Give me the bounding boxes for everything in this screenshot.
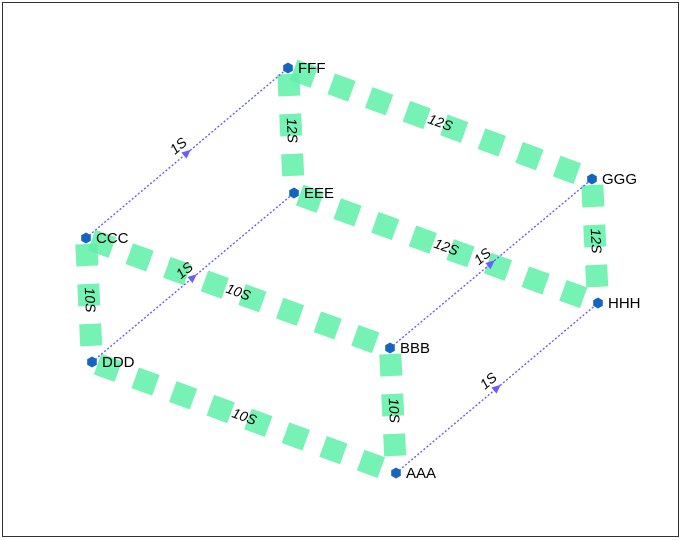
arrow-head-icon: [181, 149, 191, 159]
edge-label: 10S: [82, 287, 99, 313]
arrow-head-icon: [187, 274, 197, 284]
node-ggg-label: GGG: [602, 171, 637, 188]
node-ccc-marker[interactable]: [81, 232, 91, 244]
node-ccc-label: CCC: [96, 230, 129, 247]
node-eee-marker[interactable]: [289, 187, 299, 199]
node-fff-marker[interactable]: [283, 62, 293, 74]
arrow-head-icon: [485, 260, 495, 270]
edge-eee-hhh: [290, 182, 602, 314]
node-fff-label: FFF: [298, 60, 326, 77]
arrow-head-icon: [491, 384, 501, 394]
node-ddd-label: DDD: [102, 354, 135, 371]
node-bbb-marker[interactable]: [385, 342, 395, 354]
edge-label: 12S: [284, 118, 301, 144]
node-hhh-label: HHH: [608, 295, 641, 312]
node-ggg-marker[interactable]: [587, 173, 597, 185]
node-eee-label: EEE: [304, 185, 334, 202]
node-aaa-marker[interactable]: [391, 467, 401, 479]
edge-bbb-aaa: [379, 347, 407, 474]
node-aaa-label: AAA: [406, 465, 436, 482]
node-hhh-marker[interactable]: [593, 297, 603, 309]
edge-ccc-bbb: [82, 227, 394, 359]
edge-ggg-hhh: [581, 178, 609, 304]
edge-fff-eee: [277, 67, 305, 194]
edge-ddd-aaa: [88, 351, 400, 484]
edge-fff-ggg: [284, 57, 596, 190]
edge-label: 10S: [386, 398, 403, 424]
edge-ccc-ddd: [75, 237, 103, 363]
node-bbb-label: BBB: [400, 340, 430, 357]
node-ddd-marker[interactable]: [87, 356, 97, 368]
edge-label: 12S: [588, 228, 605, 254]
